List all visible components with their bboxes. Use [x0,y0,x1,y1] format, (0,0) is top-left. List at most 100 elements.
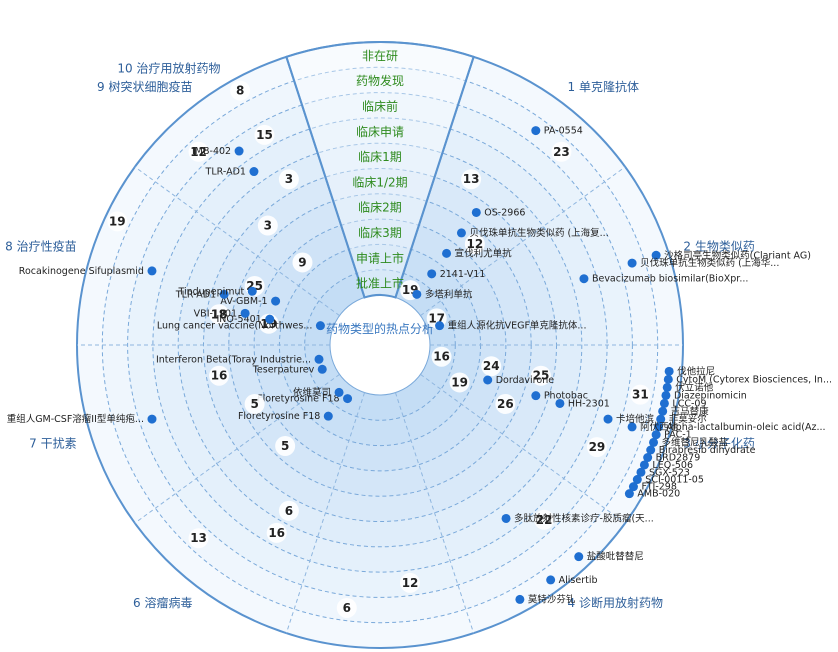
drug-point[interactable] [334,387,344,397]
drug-label: AMB-020 [637,489,680,500]
drug-label: Alpha-lactalbumin-oleic acid(Az... [667,422,826,433]
drug-point[interactable] [624,489,634,499]
drug-point[interactable] [271,296,281,306]
drug-point[interactable] [343,394,353,404]
drug-label: PAC-1 [664,430,692,441]
sector-label-3: 3 小分子化药 [683,437,754,451]
count-label: 9 [298,255,306,269]
count-label: 3 [264,219,272,233]
drug-point[interactable] [427,269,437,279]
drug-point[interactable] [654,422,664,432]
drug-point[interactable] [314,354,324,364]
drug-point[interactable] [636,467,646,477]
drug-point[interactable] [627,422,637,432]
stage-wedge [285,41,475,299]
sector-label-4: 4 诊断用放射药物 [568,595,663,610]
drug-point[interactable] [661,390,671,400]
drug-point[interactable] [663,374,673,384]
drug-label: 莫特沙芬钆 [528,593,576,605]
drug-point[interactable] [531,391,541,401]
count-badge-bg [400,572,421,593]
drug-label: OS-2966 [484,207,525,218]
center-title: 药物类型的热点分析 [326,321,434,336]
drug-point[interactable] [456,228,466,238]
drug-label: HH-2301 [568,398,610,409]
drug-point[interactable] [603,414,613,424]
count-label: 25 [533,369,550,383]
drug-point[interactable] [643,453,653,463]
count-badge-bg [254,124,275,145]
drug-point[interactable] [664,366,674,376]
count-label: 6 [343,601,351,615]
drug-point[interactable] [240,308,250,318]
drug-point[interactable] [515,594,525,604]
count-badge-bg [449,372,470,393]
drug-label: Photobac [544,391,588,402]
drug-point[interactable] [317,364,327,374]
drug-label: TLR-AD1 [205,167,246,178]
drug-point[interactable] [471,207,481,217]
drug-point[interactable] [656,414,666,424]
count-label: 13 [190,531,207,545]
drug-point[interactable] [646,445,656,455]
drug-point[interactable] [639,460,649,470]
drug-point[interactable] [247,286,257,296]
drug-label: TLR-AD1 [175,289,216,300]
count-badge-bg [431,346,452,367]
drug-point[interactable] [531,126,541,136]
drug-point[interactable] [323,411,333,421]
drug-point[interactable] [658,406,668,416]
sector-divider-7 [134,373,340,524]
drug-point[interactable] [249,167,259,177]
count-label: 23 [553,145,570,159]
stage-label-2: 药物发现 [356,73,404,88]
drug-point[interactable] [483,375,493,385]
stage-label-8: 临床3期 [358,226,402,240]
drug-point[interactable] [574,552,584,562]
count-label: 12 [190,145,207,159]
drug-point[interactable] [627,258,637,268]
drug-point[interactable] [435,321,445,331]
drug-point[interactable] [662,382,672,392]
drug-point[interactable] [628,482,638,492]
stage-label-4: 临床申请 [356,125,404,139]
drug-label: PA-0554 [544,126,583,137]
drug-label: 重组人源化抗VEGF单克隆抗体... [448,320,587,332]
drug-point[interactable] [651,250,661,260]
sector-label-6: 6 溶瘤病毒 [133,595,192,610]
count-badge-bg [230,80,251,101]
sector-label-7: 7 干扰素 [29,437,76,451]
count-badge-bg [188,141,209,162]
drug-point[interactable] [147,414,157,424]
drug-point[interactable] [555,398,565,408]
drug-label: Bevacizumab biosimilar(BioXpr... [592,274,748,285]
drug-label: 卡培他滨 [616,413,655,425]
count-label: 29 [589,440,606,454]
count-badge-bg [495,393,516,414]
drug-label: 贝伐珠单抗生物类似药 (上海复... [469,227,608,239]
drug-point[interactable] [501,513,511,523]
stage-label-1: 非在研 [362,49,398,63]
count-label: 3 [285,172,293,186]
drug-point[interactable] [219,289,229,299]
sector-label-10: 10 治疗用放射药物 [117,61,220,76]
count-label: 5 [281,439,289,453]
drug-point[interactable] [632,475,642,485]
drug-point[interactable] [651,430,661,440]
drug-label: Floretyrosine F18 [238,411,320,422]
count-badge-bg [630,384,651,405]
drug-point[interactable] [147,266,157,276]
drug-label: Lung cancer vaccine(Northwes... [157,321,313,332]
drug-point[interactable] [659,398,669,408]
drug-point[interactable] [442,248,452,258]
drug-point[interactable] [265,314,275,324]
drug-point[interactable] [546,575,556,585]
drug-label: 伏立诺他 [675,381,714,393]
count-label: 5 [250,397,258,411]
drug-point[interactable] [412,289,422,299]
drug-point[interactable] [315,321,325,331]
drug-point[interactable] [234,146,244,156]
drug-point[interactable] [649,437,659,447]
drug-point[interactable] [579,274,589,284]
